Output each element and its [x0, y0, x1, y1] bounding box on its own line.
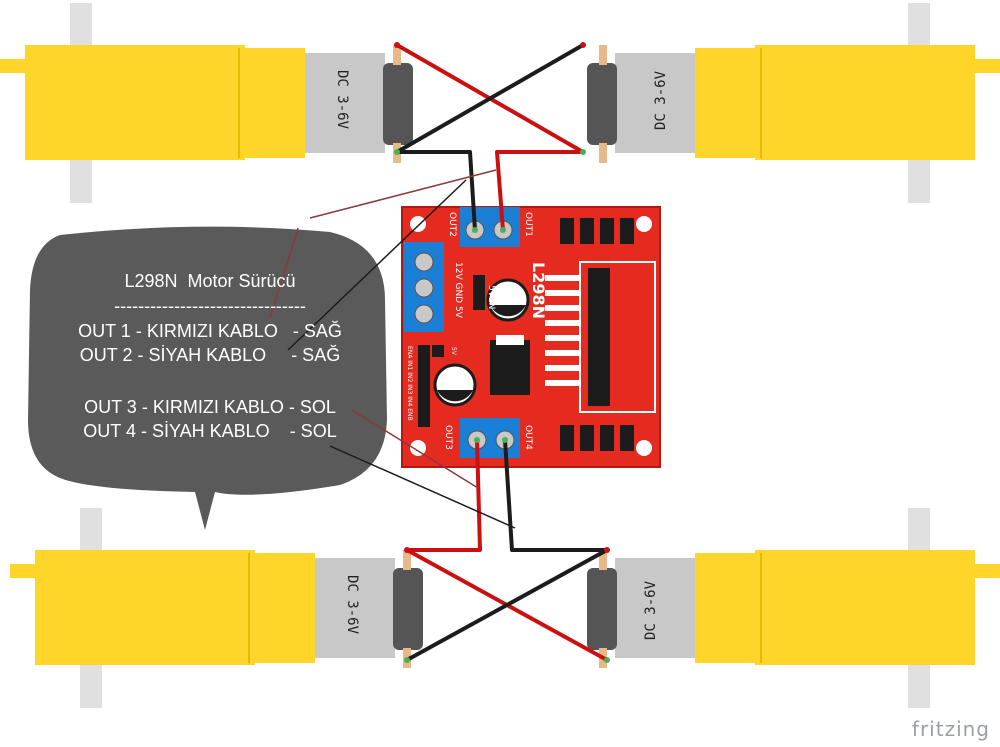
- l298n-board: [401, 206, 661, 468]
- header-5v-label: 5V: [450, 347, 457, 356]
- wire-ends: [394, 149, 610, 663]
- bubble-title: L298N Motor Sürücü: [124, 271, 296, 291]
- bubble-divider: --------------------------------: [114, 296, 306, 316]
- motor-bottom-left: [10, 508, 423, 708]
- out2-label: OUT2: [447, 212, 457, 237]
- chip-label: L298N: [529, 262, 548, 319]
- speech-bubble: [28, 226, 387, 530]
- board-wires: [397, 150, 607, 552]
- jumper-label: 5VEN: [486, 285, 496, 309]
- bubble-line-1: OUT 1 - KIRMIZI KABLO - SAĞ: [78, 321, 342, 341]
- bubble-line-2: OUT 2 - SİYAH KABLO - SAĞ: [79, 345, 341, 365]
- annotation-arrows: [269, 169, 516, 529]
- control-pins-label: ENA IN1 IN2 IN3 IN4 ENB: [406, 346, 413, 421]
- motor-label-top-left: DC 3-6V: [334, 70, 350, 130]
- out4-label: OUT4: [523, 425, 533, 450]
- motor-top-right: [587, 3, 1000, 203]
- fritzing-watermark: fritzing: [911, 717, 990, 741]
- motor-top-left: [0, 3, 413, 203]
- out3-label: OUT3: [443, 425, 453, 450]
- out1-label: OUT1: [523, 212, 533, 237]
- bubble-line-3: OUT 3 - KIRMIZI KABLO - SOL: [84, 397, 336, 417]
- motor-label-top-right: DC 3-6V: [653, 70, 669, 130]
- power-pins-label: 12V GND 5V: [453, 262, 463, 319]
- bubble-line-4: OUT 4 - SİYAH KABLO - SOL: [83, 421, 337, 441]
- motor-label-bottom-right: DC 3-6V: [643, 580, 659, 640]
- motor-wires: [395, 43, 609, 662]
- motor-label-bottom-left: DC 3-6V: [344, 575, 360, 635]
